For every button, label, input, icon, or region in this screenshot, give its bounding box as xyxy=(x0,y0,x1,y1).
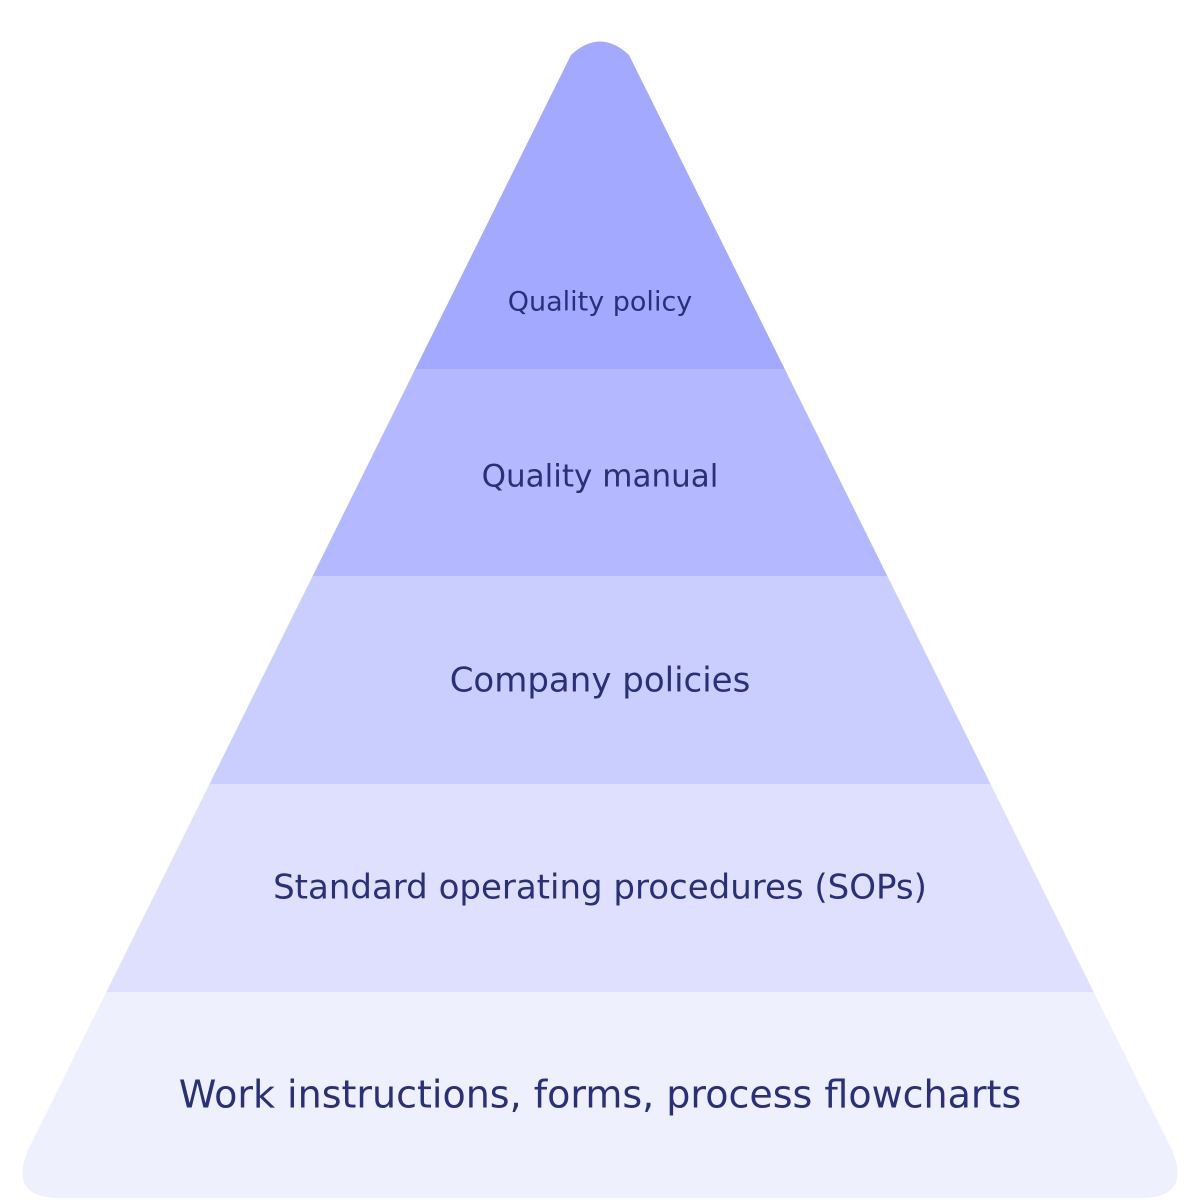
layer-4-label: Standard operating procedures (SOPs) xyxy=(273,868,927,908)
layer-5-label: Work instructions, forms, process flowch… xyxy=(179,1073,1022,1117)
layer-3-label: Company policies xyxy=(450,661,751,701)
layer-5-band xyxy=(22,992,1178,1198)
layer-4-band xyxy=(22,784,1178,993)
layer-1-label: Quality policy xyxy=(508,287,693,318)
layer-2-label: Quality manual xyxy=(482,459,719,495)
